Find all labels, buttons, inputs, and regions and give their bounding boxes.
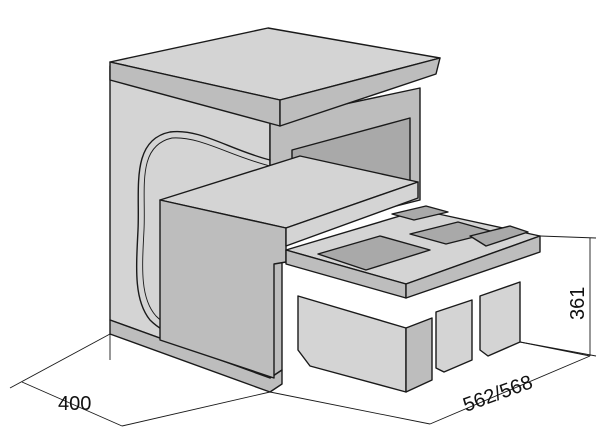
bin-opening-large (317, 235, 431, 271)
dimension-width-label: 562/568 (460, 371, 535, 416)
bin-opening-rear (469, 225, 529, 247)
bin-large-front (297, 295, 407, 393)
drawer-frame (159, 155, 419, 379)
bin-rack (285, 205, 541, 393)
bin-rear-front (479, 281, 521, 357)
bin-opening-small (391, 205, 449, 221)
bin-middle-front (435, 299, 473, 373)
dimension-depth-label: 400 (58, 393, 91, 415)
drawer-side (285, 181, 419, 247)
rack-side-rim (405, 235, 541, 299)
bin-large-side (405, 317, 433, 393)
dimension-height-label: 361 (567, 287, 589, 320)
dimension-lines (9, 235, 597, 427)
countertop-side-edge (279, 57, 441, 127)
